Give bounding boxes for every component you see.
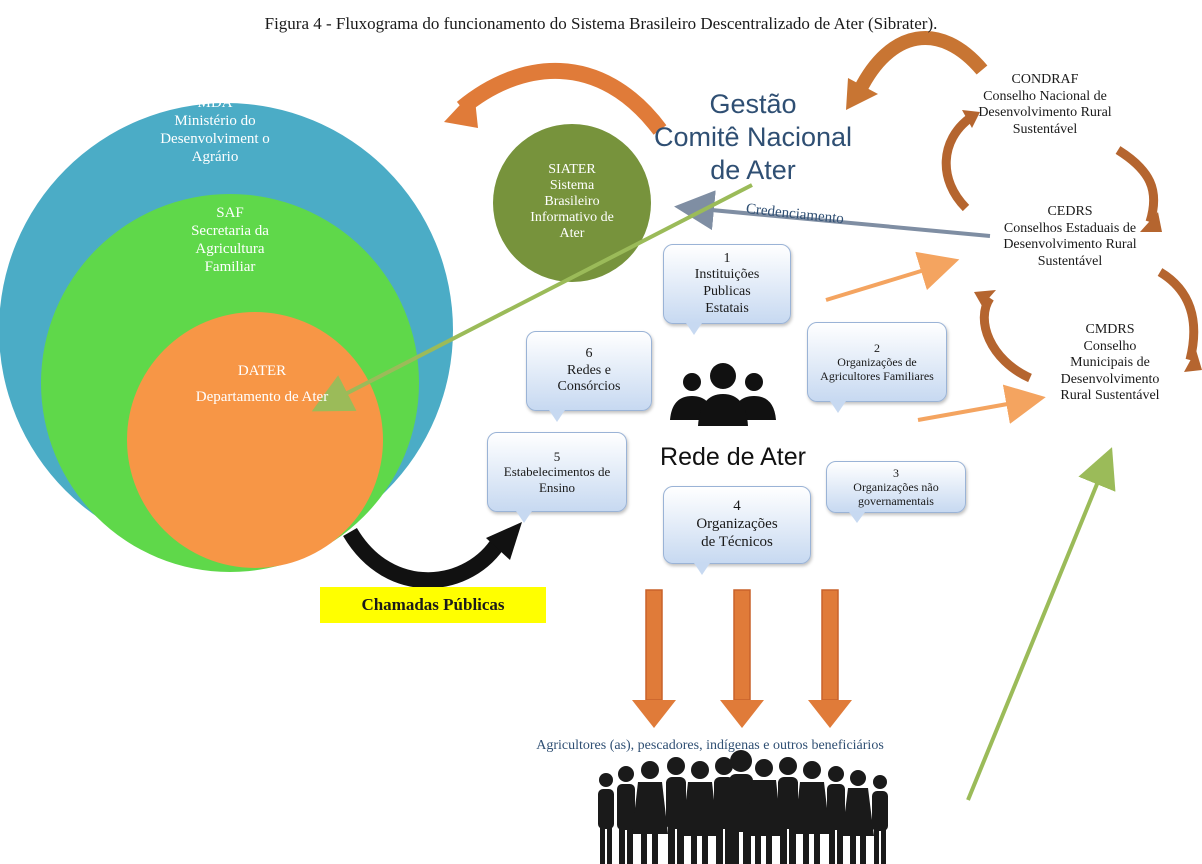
chamadas-arrow: [343, 527, 507, 589]
network-to-cedrs-arrow: [825, 251, 960, 302]
cmdrs-label: CMDRS Conselho Municipais de Desenvolvim…: [1030, 322, 1190, 405]
dater-acronym: DATER: [237, 363, 287, 379]
network-item-label: Organizações de Técnicos: [696, 516, 778, 550]
gestao-line3: de Ater: [710, 154, 796, 185]
cycle-arrow-2: [1157, 268, 1199, 362]
cmdrs-name: Conselho Municipais de Desenvolvimento R…: [1060, 338, 1160, 404]
down-arrows: [632, 589, 852, 728]
gestao-label: Gestão Comitê Nacional de Ater: [638, 88, 868, 187]
network-item-label: Organizações não governamentais: [853, 479, 939, 509]
network-item-4: 4 Organizações de Técnicos: [663, 486, 811, 575]
cedrs-name: Conselhos Estaduais de Desenvolvimento R…: [1003, 220, 1137, 269]
saf-acronym: SAF: [216, 205, 244, 221]
siater-acronym: SIATER: [548, 162, 596, 177]
network-item-1: 1 Instituições Publicas Estatais: [663, 244, 791, 335]
condraf-acronym: CONDRAF: [1011, 72, 1079, 87]
network-item-label: Organizações de Agricultores Familiares: [820, 354, 934, 384]
siater-label: SIATER Sistema Brasileiro Informativo de…: [516, 162, 628, 242]
condraf-label: CONDRAF Conselho Nacional de Desenvolvim…: [960, 72, 1130, 138]
network-item-num: 6: [585, 346, 593, 362]
gestao-line2: Comitê Nacional: [653, 121, 853, 152]
figure-caption: Figura 4 - Fluxograma do funcionamento d…: [264, 14, 938, 33]
saf-name: Secretaria da Agricultura Familiar: [191, 223, 269, 275]
network-title: Rede de Ater: [660, 443, 806, 471]
dater-circle: [127, 312, 383, 568]
people-group-icon: [670, 363, 776, 426]
cycle-arrow-3: [979, 295, 1032, 383]
mda-name: Ministério do Desenvolviment o Agrário: [160, 113, 270, 165]
network-item-label: Estabelecimentos de Ensino: [503, 464, 611, 495]
mda-acronym: MDA: [197, 95, 233, 111]
beneficiaries-to-cmdrs-arrow: [966, 447, 1116, 801]
network-item-2: 2 Organizações de Agricultores Familiare…: [807, 322, 947, 413]
cmdrs-acronym: CMDRS: [1085, 322, 1135, 337]
siater-name: Sistema Brasileiro Informativo de Ater: [530, 178, 614, 242]
network-item-label: Redes e Consórcios: [557, 362, 621, 395]
network-item-label: Instituições Publicas Estatais: [694, 267, 760, 316]
gestao-line1: Gestão: [709, 89, 797, 119]
cedrs-label: CEDRS Conselhos Estaduais de Desenvolvim…: [990, 204, 1150, 270]
cycle-arrow-4: [941, 114, 973, 212]
gestao-to-dater-arrow: [311, 183, 753, 412]
chamadas-publicas-label: Chamadas Públicas: [320, 587, 546, 623]
network-item-num: 2: [874, 340, 880, 355]
network-item-5: 5 Estabelecimentos de Ensino: [487, 432, 627, 523]
beneficiaries-label: Agricultores (as), pescadores, indígenas…: [536, 738, 884, 753]
gestao-to-mda-arrow: [456, 63, 667, 135]
network-item-num: 3: [893, 465, 899, 480]
dater-label: DATER Departamento de Ater: [182, 362, 342, 406]
credenciamento-arrow: [674, 190, 991, 238]
network-item-3: 3 Organizações não governamentais: [826, 461, 966, 523]
crowd-icon: [598, 750, 888, 864]
condraf-name: Conselho Nacional de Desenvolvimento Rur…: [978, 88, 1112, 137]
network-to-cmdrs-arrow: [917, 384, 1046, 424]
cycle-arrow-1: [1115, 146, 1159, 224]
network-item-6: 6 Redes e Consórcios: [526, 331, 652, 422]
network-item-num: 4: [733, 498, 741, 515]
network-item-num: 1: [723, 250, 731, 266]
dater-name: Departamento de Ater: [195, 389, 329, 405]
cedrs-acronym: CEDRS: [1047, 204, 1093, 219]
siater-circle: [493, 124, 651, 282]
condraf-to-gestao-arrow: [853, 31, 988, 94]
mda-label: MDA Ministério do Desenvolviment o Agrár…: [110, 94, 320, 166]
network-item-num: 5: [553, 449, 561, 464]
saf-label: SAF Secretaria da Agricultura Familiar: [150, 204, 310, 276]
